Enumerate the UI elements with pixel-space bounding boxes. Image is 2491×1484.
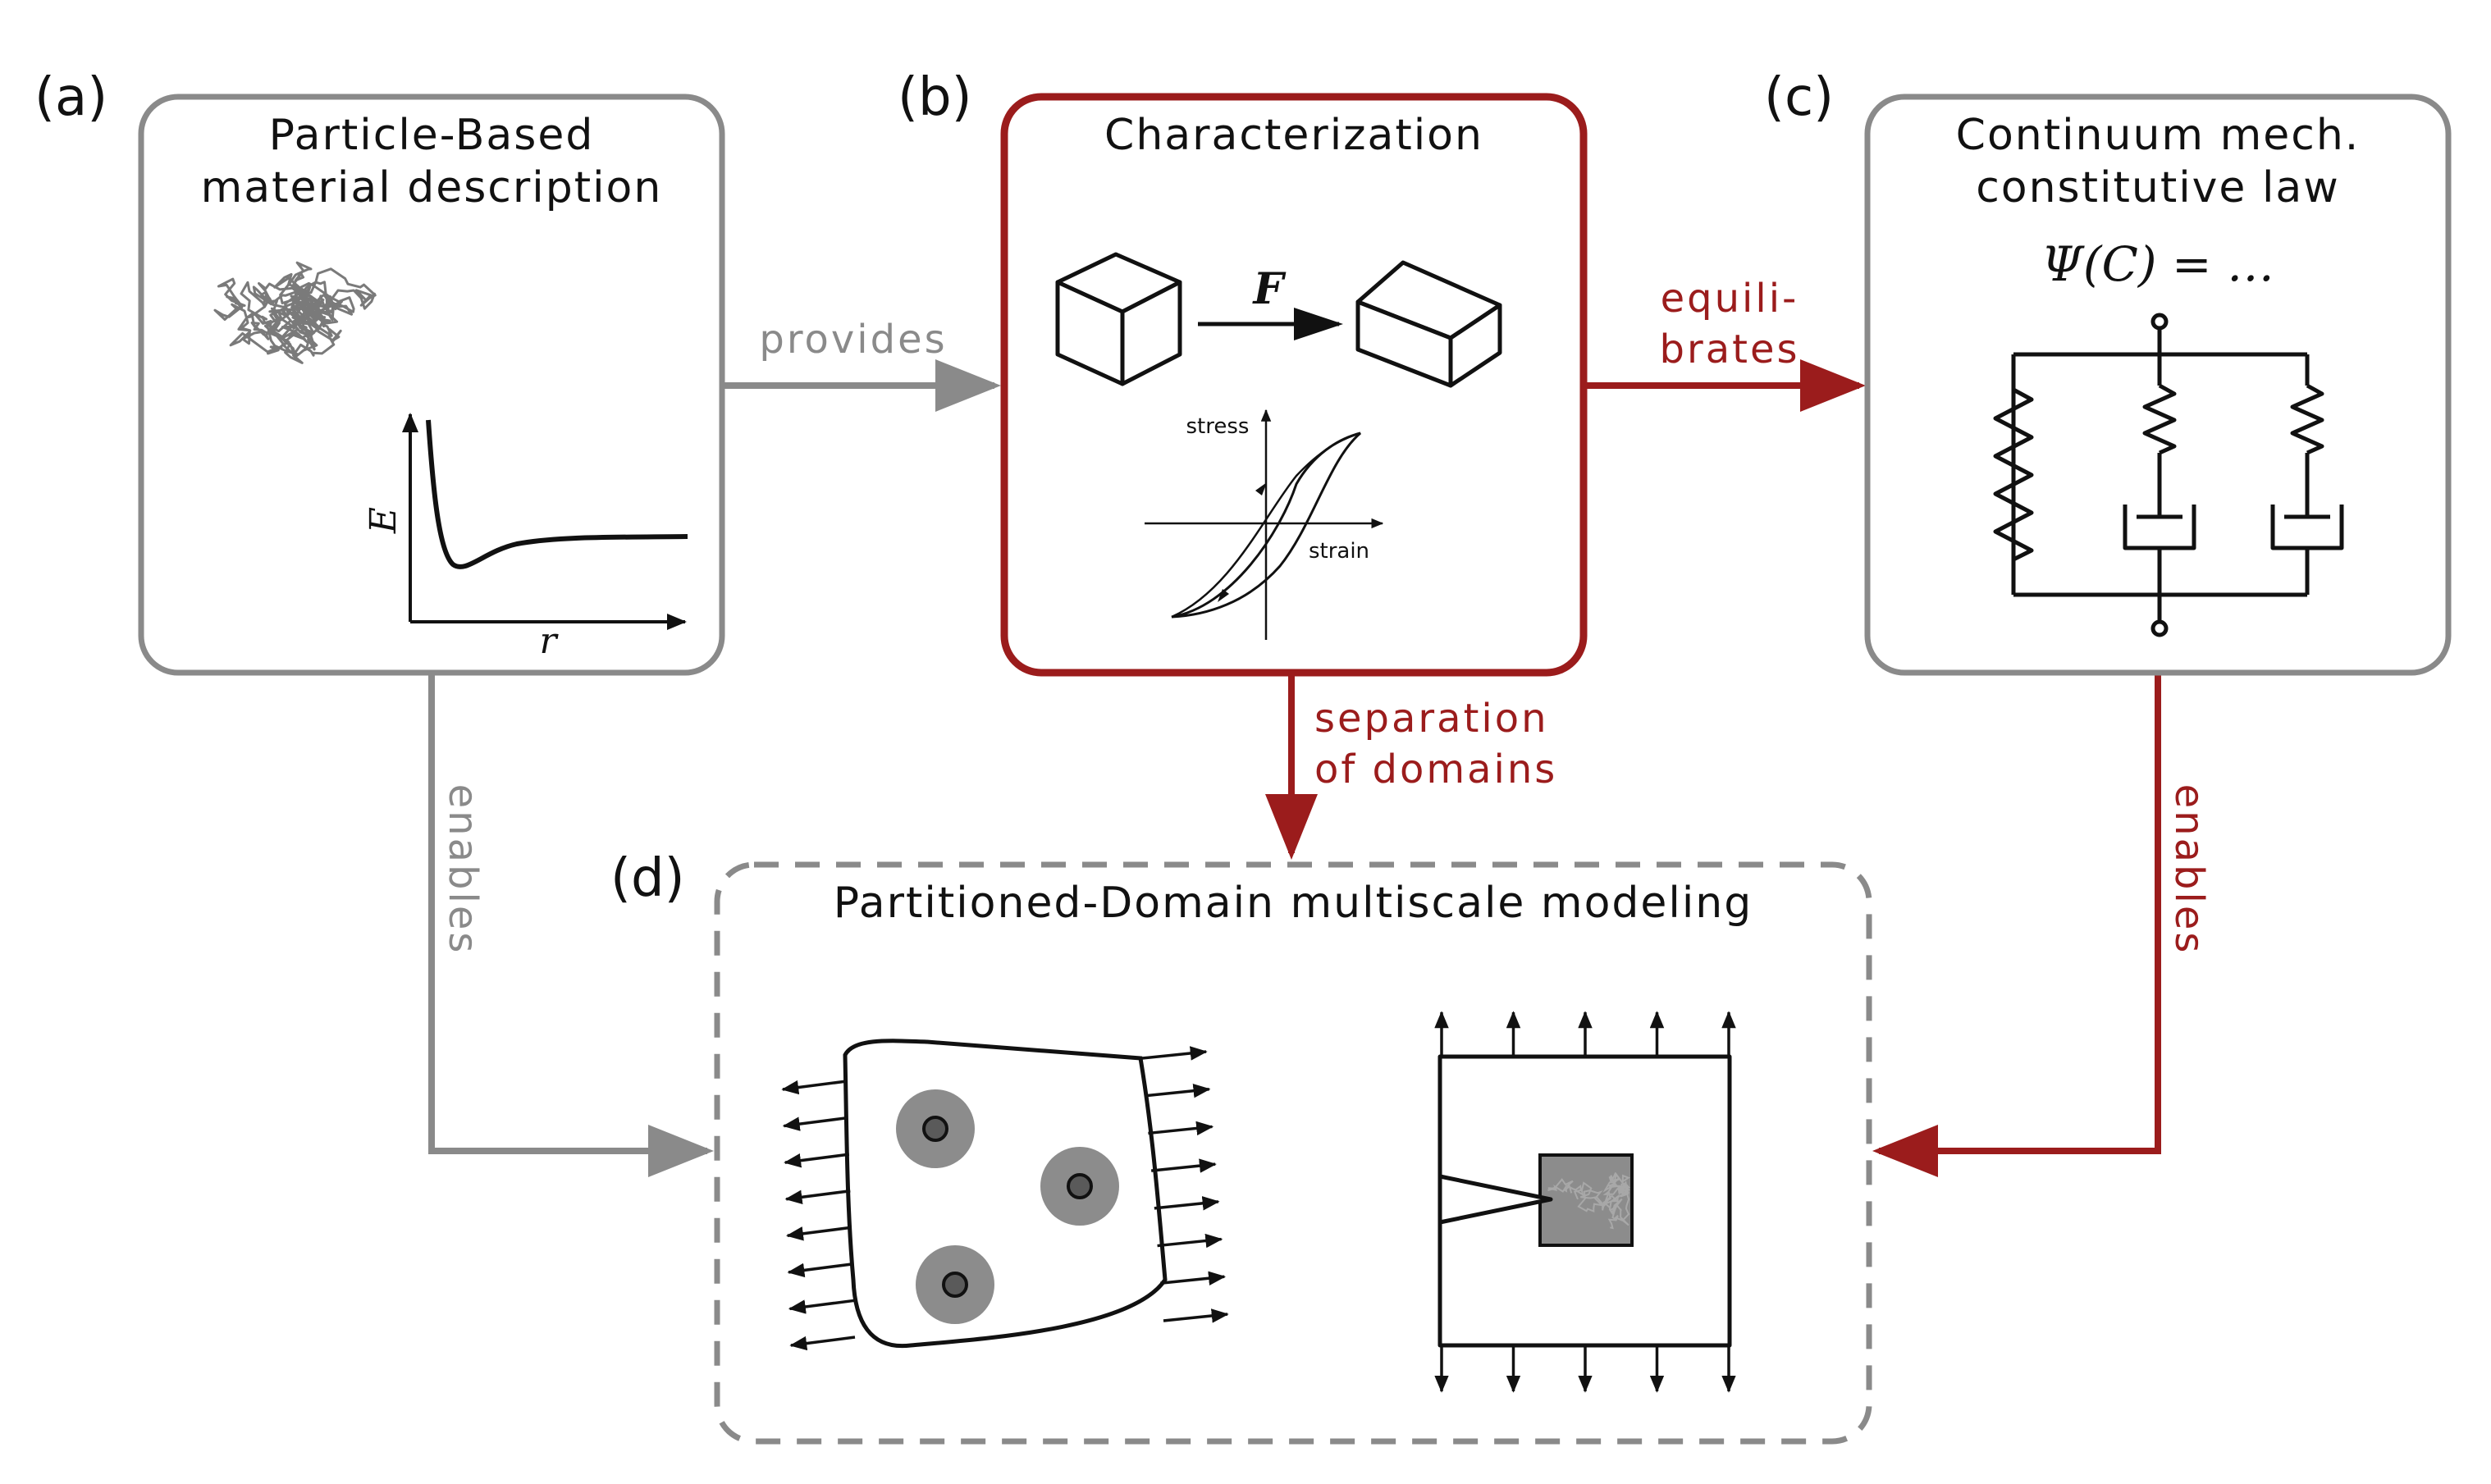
deformation-gradient-label: F — [1252, 264, 1287, 314]
boundary-load-arrows-left — [781, 1080, 856, 1351]
free-energy-formula: Ψ(C) = … — [2041, 236, 2274, 292]
undeformed-cube-icon — [1055, 252, 1182, 386]
crack-notch — [1437, 1174, 1553, 1225]
panel-b-box — [1000, 93, 1588, 677]
panel-d-tag: (d) — [610, 848, 685, 909]
energy-curve — [426, 419, 688, 569]
stress-strain-xlabel: strain — [1309, 539, 1369, 564]
arrow-c-to-d — [1872, 674, 2161, 1177]
notched-specimen-icon — [1434, 1011, 1736, 1393]
energy-plot-ylabel: E — [363, 507, 405, 534]
particle-region-1-icon — [896, 1089, 975, 1168]
polymer-chain-icon — [213, 261, 377, 364]
particle-region-2-icon — [1040, 1147, 1119, 1226]
elastic-spring-icon — [1993, 387, 2034, 562]
panel-c-title-line1: Continuum mech. — [1956, 111, 2361, 160]
tension-arrows-bottom — [1434, 1345, 1736, 1393]
hysteresis-inner-loop — [1171, 432, 1361, 619]
stress-strain-ylabel: stress — [1186, 414, 1250, 439]
potential-energy-plot: E r — [363, 413, 688, 662]
particle-texture — [1547, 1171, 1630, 1230]
panel-a-tag: (a) — [34, 67, 107, 128]
particle-region-3-icon — [916, 1245, 994, 1324]
rheological-model-icon — [1993, 313, 2344, 637]
deformed-domain-icon — [781, 1039, 1229, 1351]
deformed-box-icon — [1355, 260, 1502, 388]
equilibrates-label-line1: equili- — [1661, 276, 1799, 322]
panel-b-tag: (b) — [898, 67, 972, 128]
panel-b-title: Characterization — [1104, 111, 1483, 160]
enables-right-label: enables — [2166, 784, 2212, 956]
maxwell-spring-1-icon — [2142, 383, 2177, 455]
equilibrates-label-line2: brates — [1660, 326, 1800, 372]
tension-arrows-top — [1434, 1011, 1736, 1057]
maxwell-spring-2-icon — [2290, 383, 2324, 455]
panel-a-title-line1: Particle-Based — [269, 111, 595, 160]
panel-a-title-line2: material description — [201, 163, 663, 212]
provides-label: provides — [759, 317, 947, 363]
arrow-a-to-d — [428, 674, 714, 1177]
boundary-load-arrows-right — [1141, 1046, 1229, 1323]
unloading-direction-arrowhead — [1218, 589, 1229, 602]
stress-strain-plot: stress strain — [1145, 409, 1384, 640]
panel-d-title: Partitioned-Domain multiscale modeling — [834, 879, 1753, 928]
panel-c-title-line2: constitutive law — [1976, 163, 2340, 212]
separation-label-line1: separation — [1314, 696, 1549, 742]
separation-label-line2: of domains — [1314, 747, 1557, 792]
energy-plot-xlabel: r — [539, 620, 559, 662]
panel-a-box — [138, 94, 725, 676]
enables-left-label: enables — [440, 784, 486, 956]
loading-direction-arrowhead — [1255, 482, 1267, 495]
panel-c-tag: (c) — [1764, 67, 1834, 128]
